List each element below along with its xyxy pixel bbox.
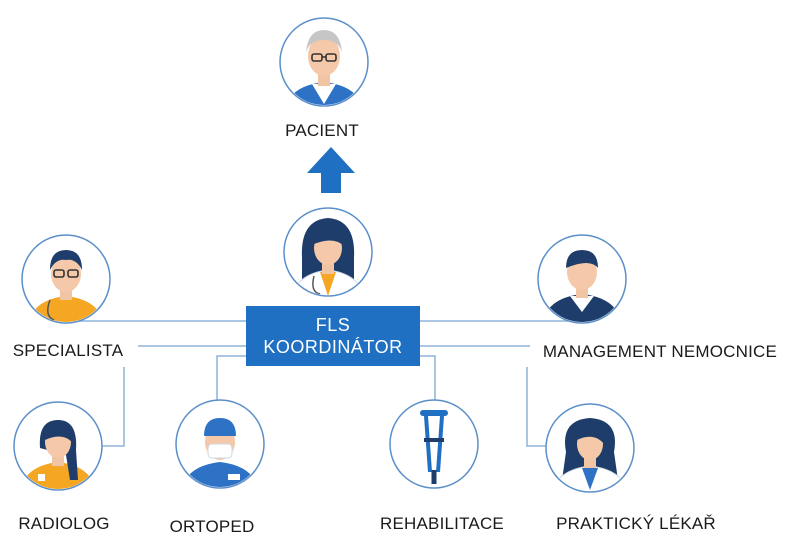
coordinator-label-line1: FLS [315, 315, 351, 335]
management-avatar-icon [537, 234, 627, 324]
radiologist-avatar-icon [13, 401, 103, 491]
specialist-avatar-icon [21, 234, 111, 324]
connector-radiologist [102, 367, 125, 447]
gp-avatar-icon [545, 403, 635, 493]
orthopedist-avatar-icon [175, 399, 265, 489]
connector-gp [526, 367, 546, 447]
label-specialist: SPECIALISTA [12, 341, 124, 360]
label-radiologist: RADIOLOG [18, 514, 110, 533]
coordinator-avatar-icon [283, 207, 373, 297]
label-rehabilitation: REHABILITACE [380, 514, 504, 533]
patient-avatar-icon [279, 17, 369, 107]
coordinator-box: FLS KOORDINÁTOR [246, 306, 420, 366]
label-management: MANAGEMENT NEMOCNICE [542, 342, 778, 361]
label-orthopedist: ORTOPED [169, 517, 255, 536]
connector-lines [60, 320, 582, 447]
connector-orthopedist [216, 355, 246, 400]
label-patient: PACIENT [285, 121, 359, 140]
connector-rehabilitation [420, 355, 436, 400]
up-arrow-icon [307, 147, 355, 193]
label-gp: PRAKTICKÝ LÉKAŘ [556, 514, 716, 533]
coordinator-label-line2: KOORDINÁTOR [263, 337, 403, 357]
crutch-icon [389, 399, 479, 489]
